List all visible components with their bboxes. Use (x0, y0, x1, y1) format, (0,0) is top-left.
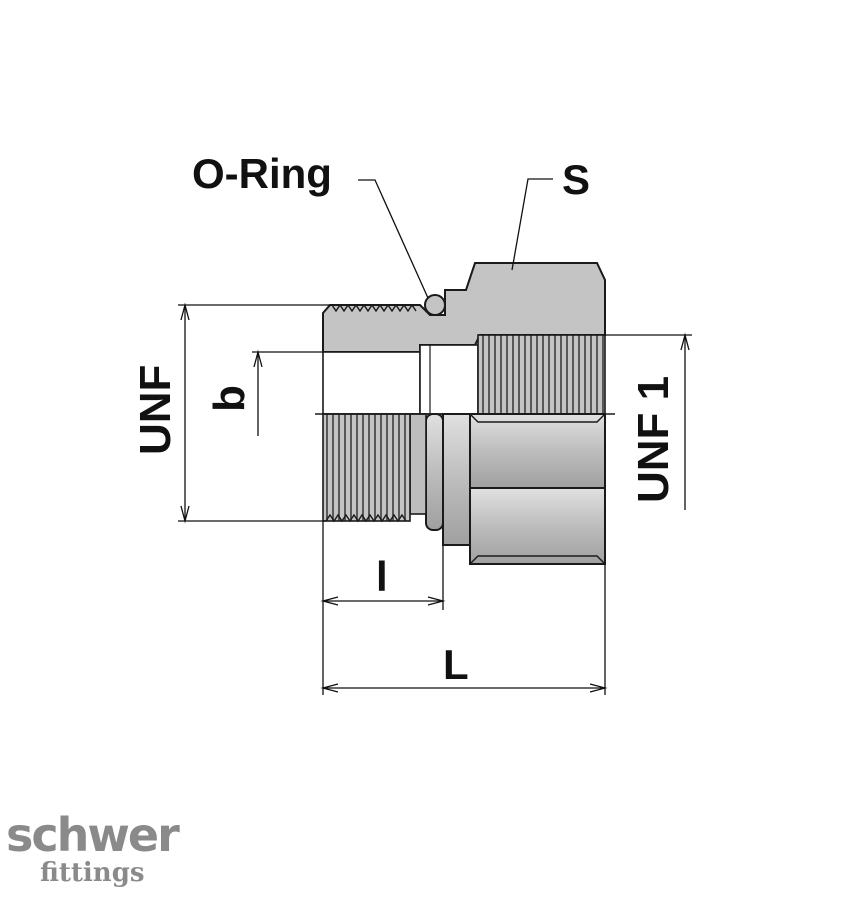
male-thread-exterior (322, 413, 411, 522)
label-unf: UNF (131, 365, 180, 455)
dimension-lines (178, 178, 692, 695)
brand-logo: schwer fittings (6, 812, 196, 886)
hex-flat-lower (469, 487, 606, 565)
bore-small (322, 351, 421, 415)
collar (442, 413, 471, 546)
label-l-small: l (376, 553, 388, 600)
logo-line-1: schwer (6, 808, 180, 862)
label-o-ring: O-Ring (192, 150, 332, 197)
o-ring-section (424, 294, 446, 316)
exterior-view (322, 413, 606, 565)
female-thread-section (477, 334, 606, 415)
label-s: S (562, 156, 590, 203)
bore-large (419, 344, 479, 415)
label-unf1: UNF 1 (629, 376, 678, 503)
label-b: b (205, 385, 254, 412)
groove (409, 413, 427, 515)
logo-line-2: fittings (40, 858, 145, 888)
label-l-large: L (443, 641, 469, 688)
section-view (322, 262, 606, 415)
o-ring-exterior (425, 413, 444, 531)
male-thread-top (331, 303, 417, 313)
hex-flat-upper (469, 413, 606, 489)
